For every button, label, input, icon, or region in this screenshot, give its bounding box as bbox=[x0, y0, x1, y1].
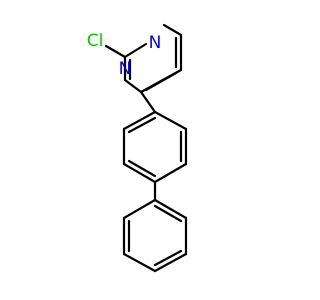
chemical-structure: Cl N N bbox=[87, 23, 188, 273]
bond-ph2-c bbox=[153, 252, 188, 273]
bond-c2-cl bbox=[104, 44, 127, 59]
bond-group bbox=[104, 23, 188, 273]
bond-ph1-f bbox=[122, 110, 157, 131]
bond-ph2-d bbox=[122, 252, 157, 273]
bond-ph1-d bbox=[122, 162, 157, 184]
bond-ph1-a bbox=[153, 110, 188, 131]
bond-n1-c2 bbox=[123, 42, 148, 59]
bond-ph2-f bbox=[122, 198, 157, 220]
bond-n3-c4 bbox=[123, 78, 143, 94]
bond-ph2-a-inner bbox=[153, 204, 183, 223]
bond-ph2-c-inner bbox=[153, 249, 183, 267]
bond-ph1-d-inner bbox=[127, 159, 157, 178]
bond-ph1-c bbox=[153, 162, 188, 184]
chlorine-atom-label: Cl bbox=[87, 31, 104, 51]
bond-ph2-a bbox=[153, 198, 188, 220]
bond-ph1-f-inner bbox=[127, 116, 157, 134]
nitrogen-atom-label-top: N bbox=[149, 33, 162, 53]
bond-c6-n1 bbox=[162, 23, 183, 37]
bond-pyrimidine-phenyl bbox=[139, 90, 157, 114]
nitrogen-atom-label-bottom: N bbox=[119, 59, 132, 79]
bond-c4-c5-inner bbox=[144, 71, 178, 92]
